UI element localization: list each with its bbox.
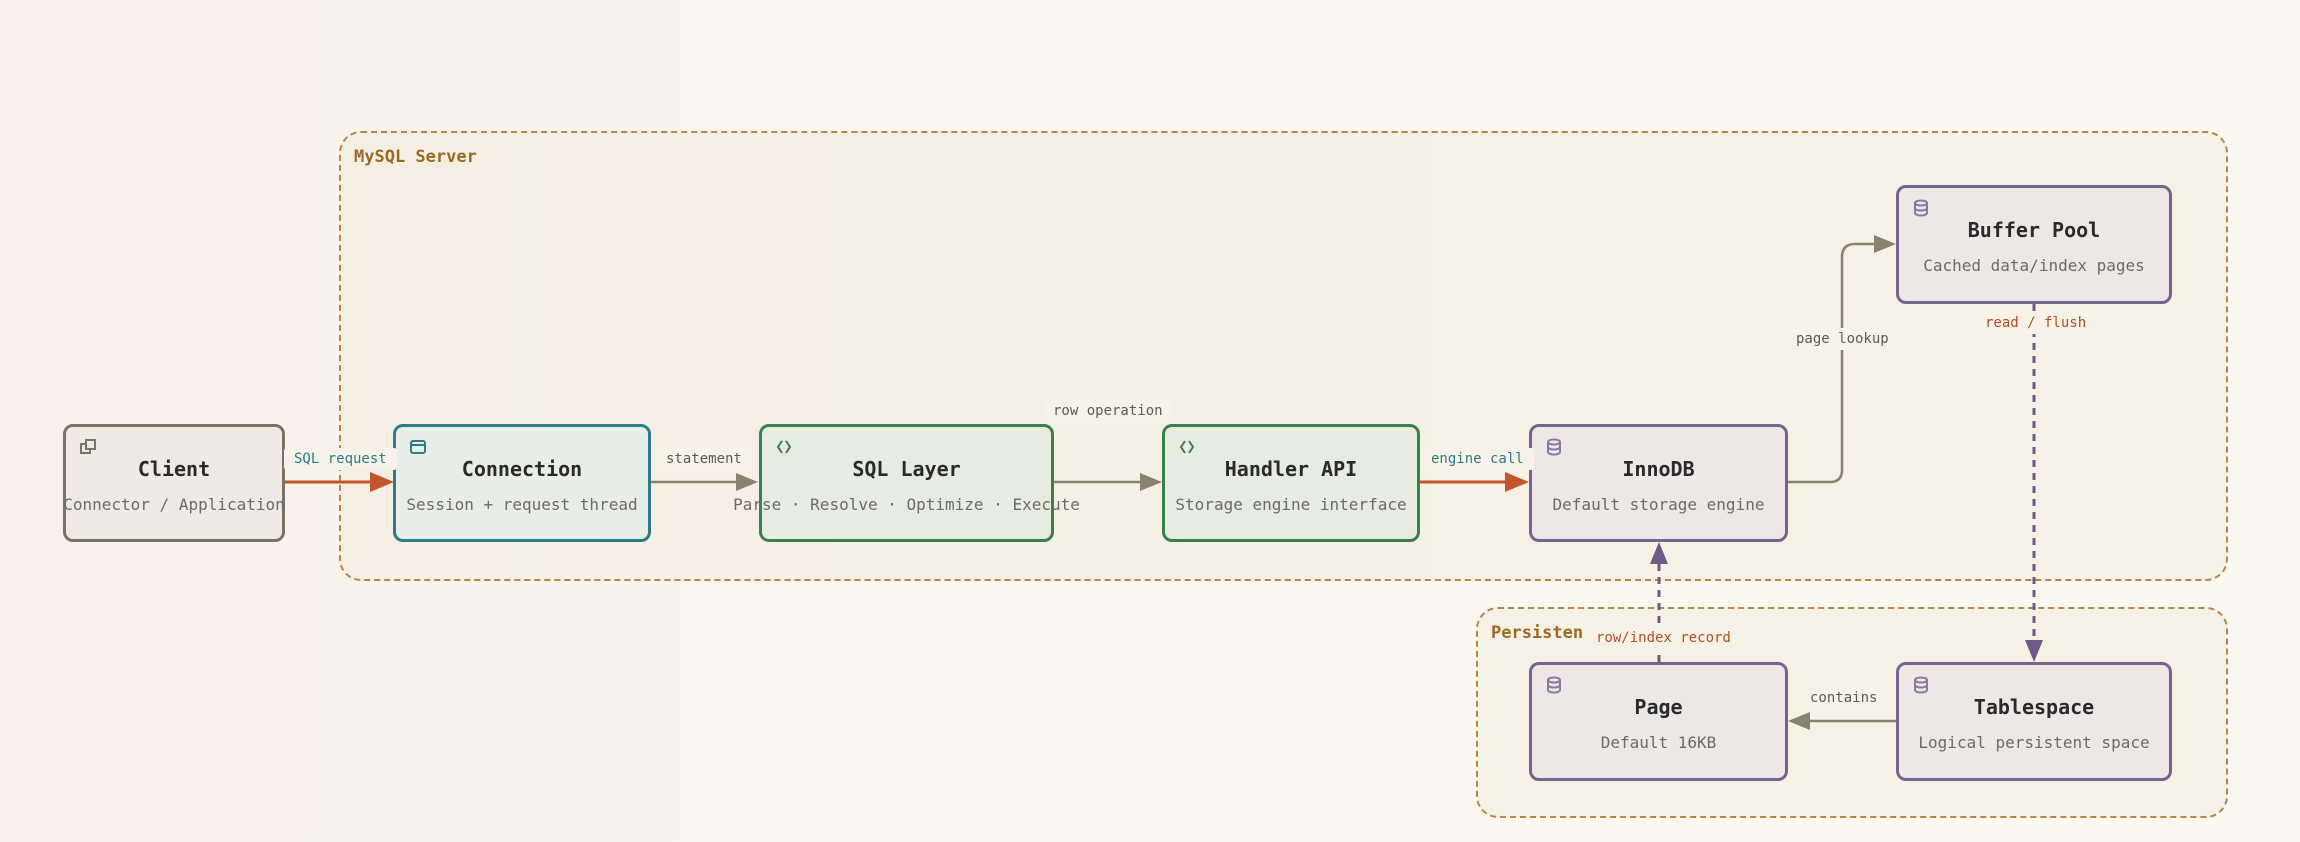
database-icon bbox=[1547, 438, 1561, 456]
node-subtitle: Parse · Resolve · Optimize · Execute bbox=[733, 494, 1080, 514]
node-subtitle: Session + request thread bbox=[406, 494, 638, 514]
node-handler-api[interactable]: Handler API Storage engine interface bbox=[1162, 424, 1420, 542]
database-icon bbox=[1914, 199, 1928, 217]
node-sql-layer[interactable]: SQL Layer Parse · Resolve · Optimize · E… bbox=[733, 424, 1080, 542]
arrowhead bbox=[2025, 640, 2043, 662]
node-tablespace[interactable]: Tablespace Logical persistent space bbox=[1896, 662, 2172, 781]
node-subtitle: Connector / Application bbox=[63, 494, 285, 514]
edge-label-statement: statement bbox=[656, 448, 752, 470]
window-icon bbox=[410, 440, 426, 454]
arrowhead bbox=[736, 473, 758, 491]
arrowhead bbox=[1140, 473, 1162, 491]
database-icon bbox=[1914, 676, 1928, 694]
edge-label-row-operation: row operation bbox=[1043, 400, 1173, 422]
edge-label-row-index-record: row/index record bbox=[1586, 627, 1741, 649]
database-icon bbox=[1547, 676, 1561, 694]
arrowhead bbox=[1874, 235, 1896, 253]
node-title: Page bbox=[1634, 695, 1683, 719]
node-page[interactable]: Page Default 16KB bbox=[1529, 662, 1788, 781]
node-title: Tablespace bbox=[1973, 695, 2095, 719]
node-subtitle: Default 16KB bbox=[1600, 733, 1717, 752]
group-label-mysql-server: MySQL Server bbox=[354, 147, 477, 167]
arrowhead bbox=[370, 472, 394, 492]
node-client[interactable]: Client Connector / Application bbox=[63, 424, 285, 542]
node-title: Connection bbox=[461, 456, 583, 481]
code-brackets-icon bbox=[1179, 440, 1195, 454]
node-subtitle: Default storage engine bbox=[1552, 494, 1765, 514]
edge-innodb-bufferpool bbox=[1788, 242, 1878, 484]
node-subtitle: Logical persistent space bbox=[1918, 733, 2150, 752]
edge-label-contains: contains bbox=[1800, 687, 1888, 709]
arrowhead bbox=[1650, 542, 1668, 564]
edge-label-page-lookup: page lookup bbox=[1786, 328, 1899, 350]
group-label-persistence: Persisten bbox=[1491, 623, 1584, 643]
edge-label-engine-call: engine call bbox=[1421, 448, 1534, 470]
edge-label-sql-request: SQL request bbox=[284, 448, 397, 470]
arrowhead bbox=[1788, 712, 1810, 730]
node-title: InnoDB bbox=[1622, 456, 1695, 481]
edge-label-read-flush: read / flush bbox=[1975, 312, 2097, 334]
node-buffer-pool[interactable]: Buffer Pool Cached data/index pages bbox=[1896, 185, 2172, 304]
node-innodb[interactable]: InnoDB Default storage engine bbox=[1529, 424, 1788, 542]
external-window-icon bbox=[80, 439, 96, 454]
node-title: Client bbox=[137, 456, 211, 481]
node-subtitle: Storage engine interface bbox=[1175, 494, 1407, 514]
node-title: SQL Layer bbox=[852, 456, 961, 481]
arrowhead bbox=[1505, 472, 1529, 492]
node-subtitle: Cached data/index pages bbox=[1923, 256, 2145, 275]
node-title: Handler API bbox=[1224, 456, 1358, 481]
node-connection[interactable]: Connection Session + request thread bbox=[393, 424, 651, 542]
code-brackets-icon bbox=[776, 440, 792, 454]
node-title: Buffer Pool bbox=[1967, 218, 2101, 242]
